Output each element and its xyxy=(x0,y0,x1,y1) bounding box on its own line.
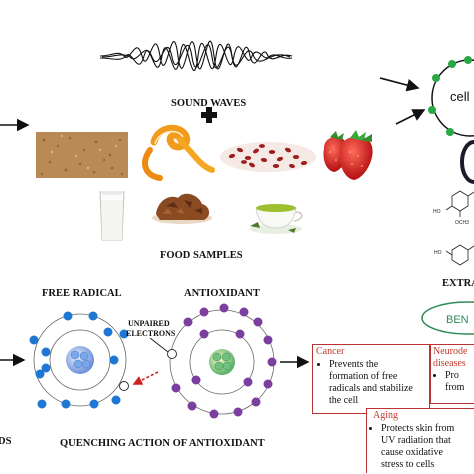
neuro-text: Pro from xyxy=(431,370,474,394)
free-radical-label: FREE RADICAL xyxy=(42,288,122,299)
aging-line-1: Protects skin from xyxy=(381,423,455,434)
unpaired-electrons-label-1: UNPAIRED xyxy=(128,319,170,328)
plus-icon xyxy=(201,107,217,123)
antioxidant-label: ANTIOXIDANT xyxy=(184,288,260,299)
aging-text-list-item: Protects skin from UV radiation that cau… xyxy=(381,423,474,471)
chemical-structure-icon xyxy=(445,190,474,266)
red-beans-icon xyxy=(220,142,316,172)
aging-line-3: cause oxidative xyxy=(381,447,443,458)
cancer-benefit-box: Cancer Prevents the formation of free ra… xyxy=(312,344,430,414)
sound-waves-label: SOUND WAVES xyxy=(171,98,246,109)
cancer-line-2: formation of free xyxy=(329,371,398,382)
neuro-line-2: from xyxy=(445,382,465,393)
left-fragment-label: DS xyxy=(0,436,12,447)
chem-label-och3: OCH3 xyxy=(455,220,469,226)
red-transfer-arrow xyxy=(132,371,159,385)
aging-text: Protects skin from UV radiation that cau… xyxy=(367,423,474,471)
aging-line-2: UV radiation that xyxy=(381,435,451,446)
dried-fruit-icon xyxy=(152,193,212,224)
cancer-text: Prevents the formation of free radicals … xyxy=(313,359,429,407)
cancer-line-3: radicals and stabilize xyxy=(329,383,413,394)
chem-label-ho-1: HO xyxy=(433,209,441,215)
ben-ellipse xyxy=(421,301,474,335)
food-samples-label: FOOD SAMPLES xyxy=(160,250,243,261)
rice-pile-icon xyxy=(36,132,128,178)
aging-title: Aging xyxy=(373,410,398,421)
neuro-line-1: Pro xyxy=(445,370,459,381)
cancer-text-list-item: Prevents the formation of free radicals … xyxy=(329,359,429,407)
ben-label: BEN xyxy=(446,314,469,326)
unpaired-pointer xyxy=(149,337,169,353)
sound-wave-graphic xyxy=(99,40,293,72)
cell-label: cell xyxy=(450,89,470,104)
tea-cup-icon xyxy=(250,204,303,234)
neuro-title-2: diseases xyxy=(433,358,466,369)
aging-line-4: stress to cells xyxy=(381,459,435,470)
extra-label: EXTRA xyxy=(442,278,474,289)
quenching-label: QUENCHING ACTION OF ANTIOXIDANT xyxy=(60,438,265,449)
cancer-title: Cancer xyxy=(316,346,345,357)
neuro-title-1: Neurode xyxy=(433,346,468,357)
cancer-line-1: Prevents the xyxy=(329,359,379,370)
chem-label-ho-2: HO xyxy=(434,250,442,256)
antioxidant-atom xyxy=(167,303,277,419)
free-radical-atom xyxy=(29,311,129,409)
unpaired-electrons-label-2: ELECTRONS xyxy=(126,329,176,338)
neuro-benefit-box: Neurode diseases Pro from xyxy=(430,344,474,404)
aging-benefit-box: Aging Protects skin from UV radiation th… xyxy=(366,408,474,473)
cancer-line-4: the cell xyxy=(329,395,359,406)
neuro-text-list-item: Pro from xyxy=(445,370,474,394)
orange-peel-icon xyxy=(142,124,215,181)
cell-ring xyxy=(428,56,474,137)
dark-ring-icon xyxy=(460,140,474,184)
milk-glass-icon xyxy=(99,191,125,241)
arrow-to-cell-upper xyxy=(379,77,420,92)
strawberry-icon xyxy=(323,130,373,180)
arrow-to-cell-lower xyxy=(395,109,426,125)
